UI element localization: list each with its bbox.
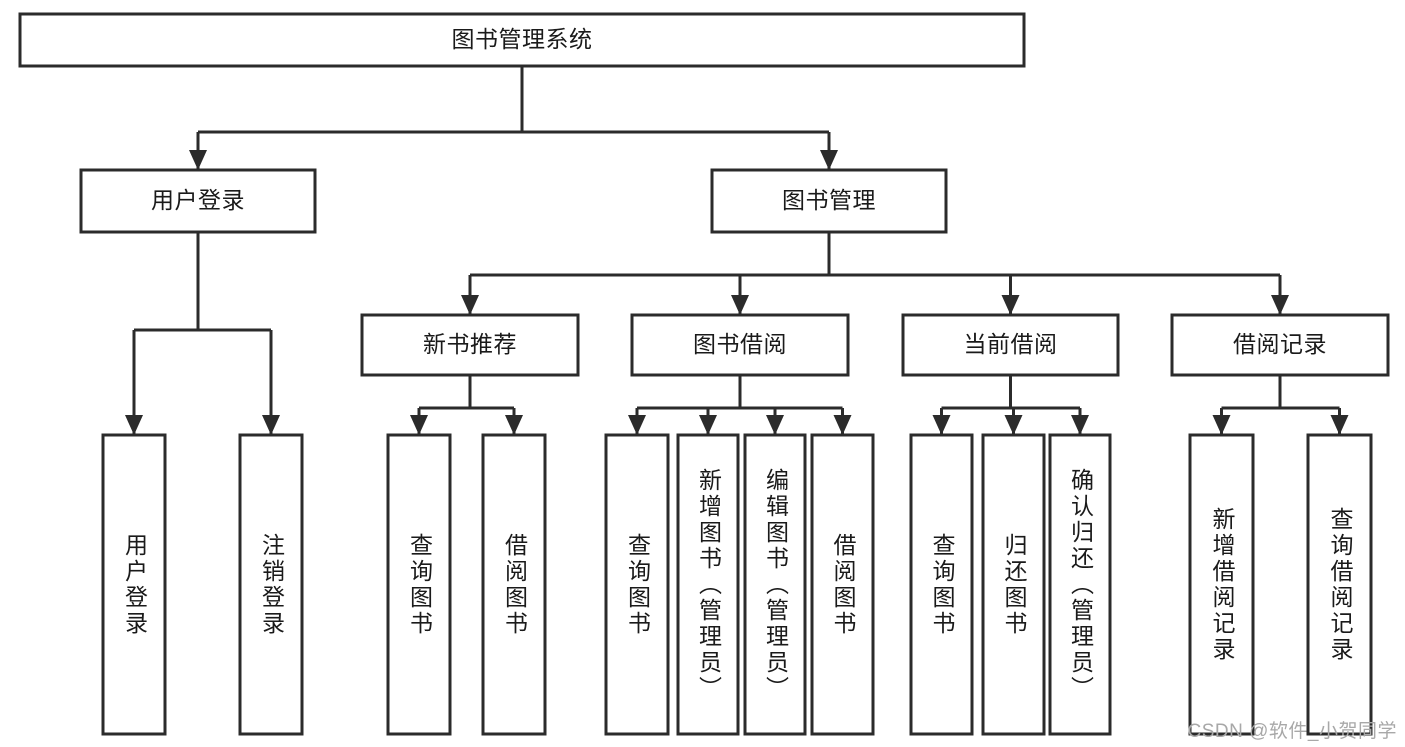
node-box-level1-1[interactable] xyxy=(710,168,948,234)
node-box-level2-1[interactable] xyxy=(630,313,850,377)
arrow-head-l2-1-1 xyxy=(699,415,717,435)
node-box-level1-0[interactable] xyxy=(79,168,317,234)
node-box-leaf-6[interactable] xyxy=(743,433,807,736)
arrow-head-l2-1-0 xyxy=(628,415,646,435)
arrow-head-l2-1-2 xyxy=(766,415,784,435)
node-box-leaf-5[interactable] xyxy=(676,433,740,736)
node-box-leaf-0[interactable] xyxy=(101,433,167,736)
connectors-layer xyxy=(125,66,1349,435)
node-box-leaf-7[interactable] xyxy=(810,433,875,736)
arrow-head-user-login-0 xyxy=(125,415,143,435)
arrow-head-l2-2-0 xyxy=(932,415,951,435)
node-box-level2-3[interactable] xyxy=(1170,313,1390,377)
arrow-head-l2-1-3 xyxy=(833,415,852,435)
node-box-leaf-1[interactable] xyxy=(238,433,304,736)
boxes-layer xyxy=(18,12,1390,736)
node-box-leaf-3[interactable] xyxy=(481,433,547,736)
arrow-head-l2-0-1 xyxy=(505,415,523,435)
node-box-leaf-11[interactable] xyxy=(1188,433,1255,736)
node-box-level2-2[interactable] xyxy=(901,313,1120,377)
arrow-head-user-login-1 xyxy=(262,415,280,435)
watermark-text: CSDN @软件_小贺同学 xyxy=(1187,721,1397,742)
arrow-head-l2-3-0 xyxy=(1212,415,1231,435)
node-box-level2-0[interactable] xyxy=(360,313,580,377)
arrow-head-root-0 xyxy=(189,150,207,170)
arrow-head-l2-3-1 xyxy=(1330,415,1349,435)
node-box-leaf-4[interactable] xyxy=(604,433,670,736)
arrow-head-book-mgmt-1 xyxy=(731,295,749,315)
node-box-leaf-10[interactable] xyxy=(1048,433,1112,736)
node-box-leaf-8[interactable] xyxy=(909,433,974,736)
arrow-head-l2-2-2 xyxy=(1071,415,1089,435)
arrow-head-l2-0-0 xyxy=(410,415,428,435)
node-box-leaf-9[interactable] xyxy=(981,433,1046,736)
node-box-root-0[interactable] xyxy=(18,12,1026,68)
arrow-head-root-1 xyxy=(820,150,838,170)
arrow-head-l2-2-1 xyxy=(1004,415,1023,435)
arrow-head-book-mgmt-0 xyxy=(461,295,479,315)
arrow-head-book-mgmt-3 xyxy=(1271,295,1289,315)
arrow-head-book-mgmt-2 xyxy=(1001,295,1020,315)
node-box-leaf-12[interactable] xyxy=(1306,433,1373,736)
node-box-leaf-2[interactable] xyxy=(386,433,452,736)
